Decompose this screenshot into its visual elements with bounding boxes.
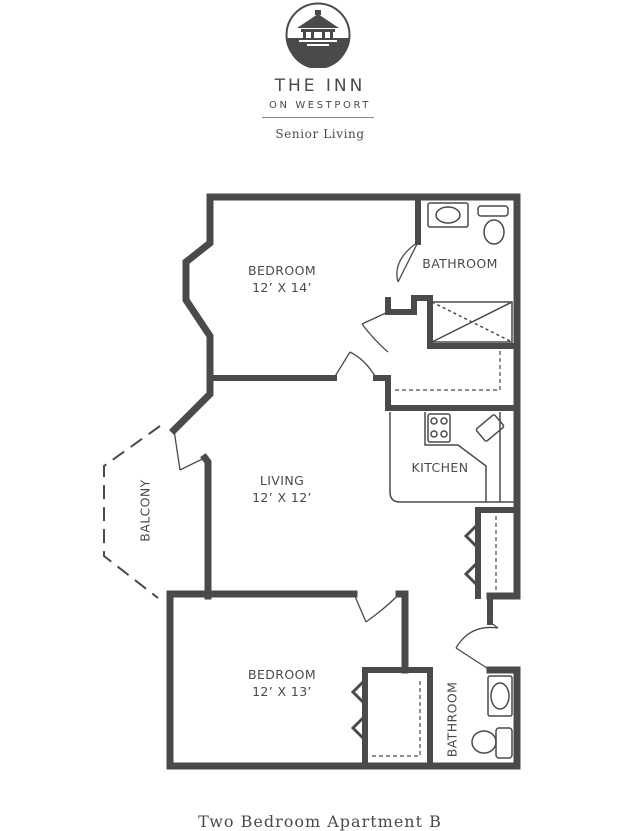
- room-bedroom-2: BEDROOM 12’ X 13’: [232, 666, 332, 700]
- room-living-size: 12’ X 12’: [252, 490, 312, 505]
- room-bedroom-1-size: 12’ X 14’: [252, 280, 312, 295]
- brand-tagline: Senior Living: [275, 127, 365, 141]
- bathroom-fixtures: [427, 202, 513, 759]
- closet-bifold-doors: [350, 522, 480, 742]
- room-bedroom-2-size: 12’ X 13’: [252, 684, 312, 699]
- balcony-outline: [103, 425, 161, 599]
- brand-header: THE INN ON WESTPORT Senior Living: [0, 0, 640, 150]
- pagoda-emblem-icon: [285, 2, 351, 68]
- room-bathroom-1-name: BATHROOM: [422, 256, 498, 271]
- room-balcony: BALCONY: [137, 466, 154, 556]
- room-bedroom-1: BEDROOM 12’ X 14’: [232, 262, 332, 296]
- room-kitchen-name: KITCHEN: [411, 460, 469, 475]
- brand-subname: ON WESTPORT: [268, 100, 372, 111]
- brand-divider: [262, 117, 374, 118]
- room-kitchen: KITCHEN: [398, 459, 482, 476]
- room-bedroom-1-name: BEDROOM: [247, 263, 317, 278]
- room-bathroom-2: BATHROOM: [444, 676, 461, 764]
- room-living: LIVING 12’ X 12’: [232, 472, 332, 506]
- room-balcony-name: BALCONY: [137, 479, 153, 542]
- room-living-name: LIVING: [259, 473, 305, 488]
- room-bathroom-1: BATHROOM: [414, 255, 506, 272]
- room-bedroom-2-name: BEDROOM: [247, 667, 317, 682]
- kitchen-counter: [389, 412, 514, 503]
- brand-name: THE INN: [274, 76, 366, 96]
- room-bathroom-2-name: BATHROOM: [444, 681, 460, 758]
- interior-walls: [207, 194, 520, 769]
- closet-dashed-lines: [372, 350, 501, 757]
- door-swings: [173, 241, 499, 671]
- exterior-walls: [166, 193, 521, 770]
